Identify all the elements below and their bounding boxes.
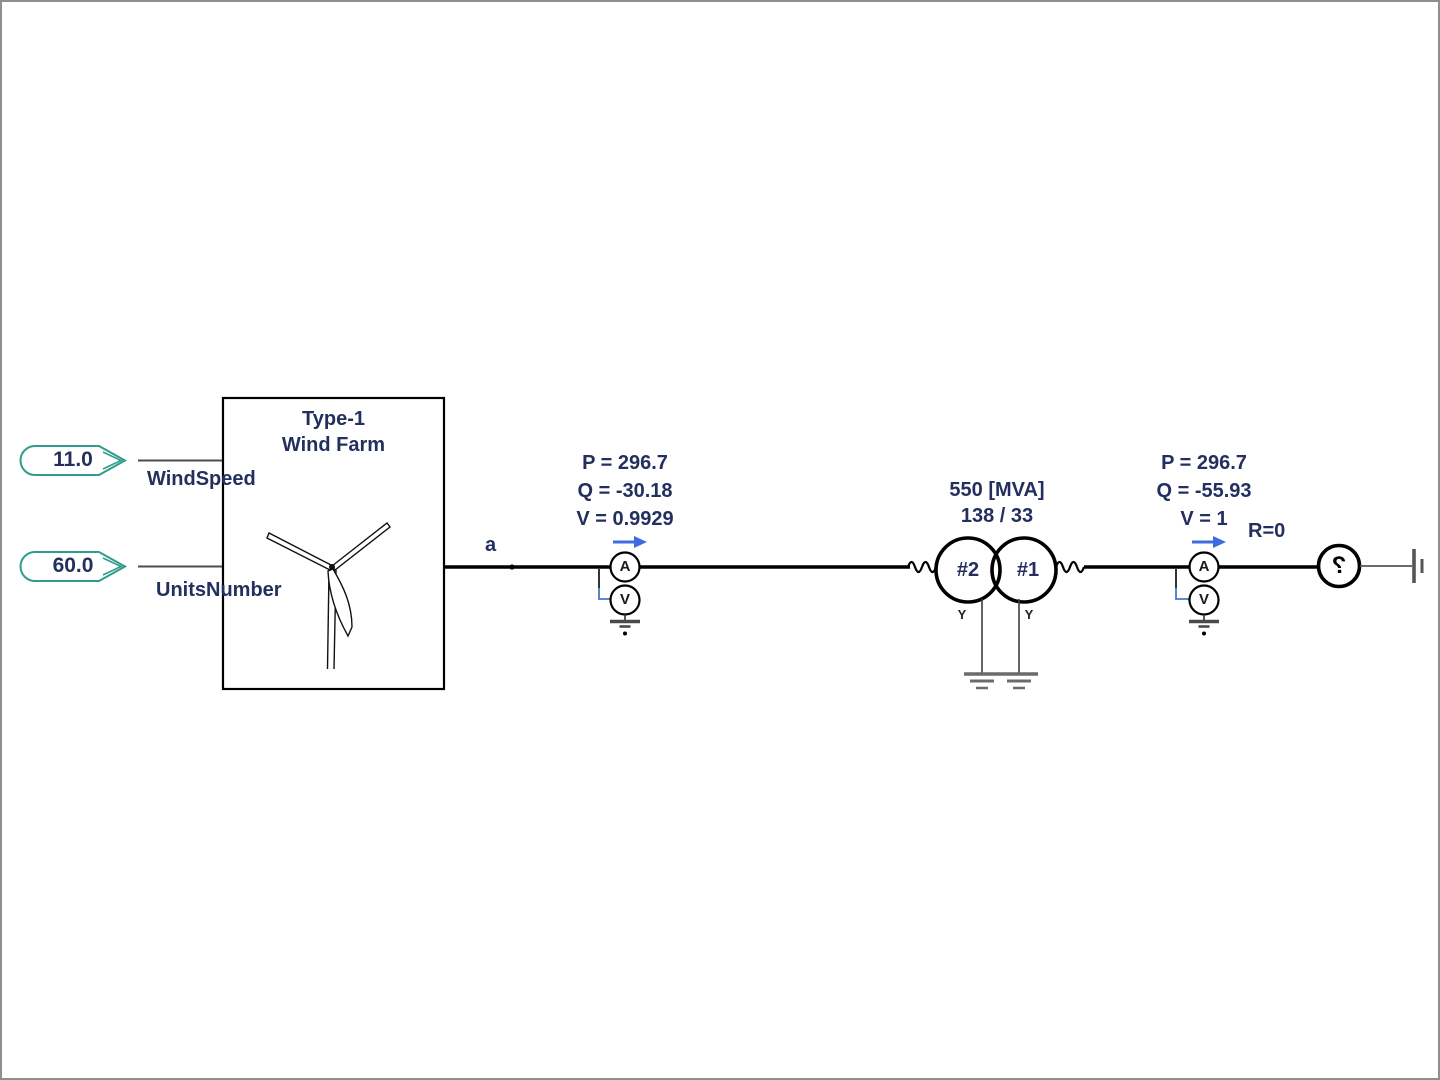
source-sine-glyph: ? (1331, 552, 1347, 579)
wind-farm-title-line1: Type-1 (302, 408, 365, 430)
wind-farm-title-line2: Wind Farm (281, 434, 386, 456)
source-resistance-label: R=0 (1248, 520, 1286, 542)
voltmeter1-letter: V (619, 591, 630, 608)
winding-coil-icon (906, 560, 938, 574)
transformer-ground-icon (964, 599, 1038, 690)
ammeter-icon (609, 551, 641, 583)
ground-icon (1189, 614, 1219, 636)
ammeter-icon (1188, 551, 1220, 583)
meter2-readout: P = 296.7 Q = -55.93 V = 1 (1098, 449, 1310, 533)
ammeter1-letter: A (619, 558, 631, 575)
meter2-q: Q = -55.93 (1156, 480, 1252, 502)
voltage-source[interactable] (1316, 543, 1362, 589)
meter1-readout: P = 296.7 Q = -30.18 V = 0.9929 (519, 449, 731, 533)
windspeed-value[interactable]: 11.0 (53, 448, 93, 471)
flow-arrow-icon (1192, 536, 1226, 548)
ground-bars-icon (1412, 549, 1424, 583)
transformer-rating: 550 [MVA] (949, 479, 1045, 501)
bus-wire-lv[interactable] (445, 564, 910, 570)
winding-2-circle (934, 536, 1002, 604)
unitsnumber-tag-shape[interactable] (19, 551, 128, 582)
wye-symbol-right: Y (1024, 607, 1034, 622)
meter2-v: V = 1 (1180, 508, 1228, 530)
tag-chevron-icon (102, 557, 123, 576)
winding-1-circle (990, 536, 1058, 604)
windspeed-label: WindSpeed (147, 468, 256, 490)
ammeter2-letter: A (1198, 558, 1210, 575)
unitsnumber-label: UnitsNumber (156, 579, 282, 601)
wind-farm-block[interactable] (221, 396, 446, 691)
transformer-ratio: 138 / 33 (960, 505, 1034, 527)
meter1-v: V = 0.9929 (576, 508, 674, 530)
wire-junction-dot (509, 564, 515, 570)
voltmeter2-letter: V (1198, 591, 1209, 608)
winding-coil-icon (1054, 560, 1086, 574)
transformer[interactable] (906, 536, 1086, 690)
unitsnumber-value[interactable]: 60.0 (52, 554, 94, 577)
meter-group-1[interactable] (598, 536, 647, 636)
source-ground[interactable] (1360, 549, 1424, 583)
windspeed-tag-shape[interactable] (19, 445, 128, 476)
meter1-p: P = 296.7 (582, 452, 668, 474)
winding-2-label: #2 (956, 559, 980, 581)
winding-1-label: #1 (1016, 559, 1040, 581)
source-circle (1316, 543, 1362, 589)
meter2-p: P = 296.7 (1161, 452, 1247, 474)
tag-chevron-icon (102, 451, 123, 470)
bus-node-label: a (485, 534, 497, 556)
wind-turbine-icon (266, 522, 391, 670)
flow-arrow-icon (613, 536, 647, 548)
meter-group-2[interactable] (1175, 536, 1226, 636)
ground-icon (610, 614, 640, 636)
meter1-q: Q = -30.18 (577, 480, 673, 502)
wye-symbol-left: Y (957, 607, 967, 622)
